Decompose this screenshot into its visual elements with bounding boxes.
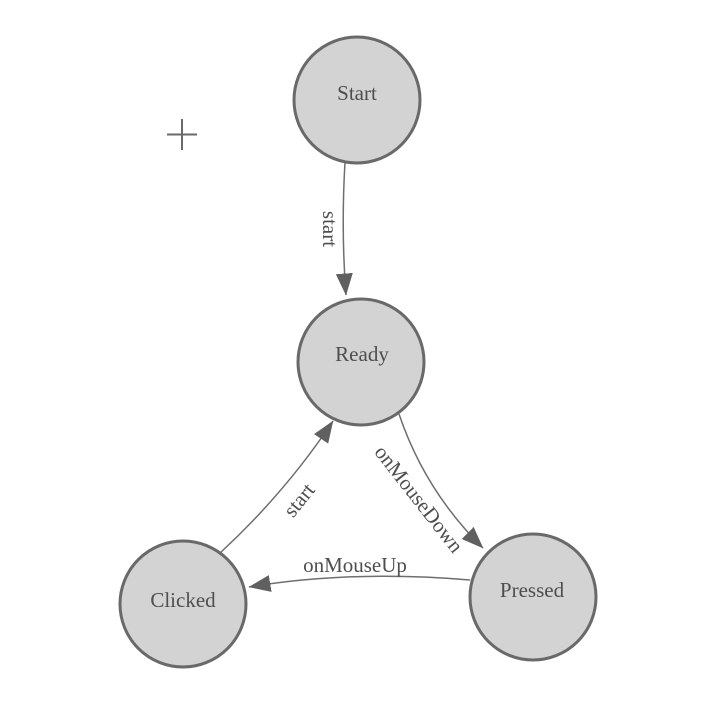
- state-node-start-label: Start: [337, 81, 377, 105]
- edge-label-start-to-ready: start: [318, 211, 342, 247]
- edge-label-ready-to-pressed: onMouseDown: [370, 441, 469, 558]
- state-node-clicked[interactable]: [118, 539, 248, 669]
- state-node-pressed-label: Pressed: [500, 578, 565, 602]
- edge-start-to-ready[interactable]: [335, 161, 353, 296]
- edge-clicked-to-ready[interactable]: [219, 420, 334, 554]
- edge-layer: [219, 161, 484, 592]
- edge-pressed-to-clicked[interactable]: [248, 575, 471, 592]
- state-node-start[interactable]: [292, 35, 422, 165]
- state-node-ready-label: Ready: [335, 342, 389, 366]
- edge-label-pressed-to-clicked: onMouseUp: [303, 553, 407, 577]
- crosshair-cursor-icon: [167, 119, 197, 150]
- node-layer: Start Ready Clicked Pressed: [118, 35, 598, 669]
- state-node-pressed[interactable]: [468, 532, 598, 662]
- state-node-clicked-label: Clicked: [150, 588, 216, 612]
- edge-ready-to-pressed[interactable]: [398, 413, 484, 549]
- state-node-ready[interactable]: [296, 297, 426, 427]
